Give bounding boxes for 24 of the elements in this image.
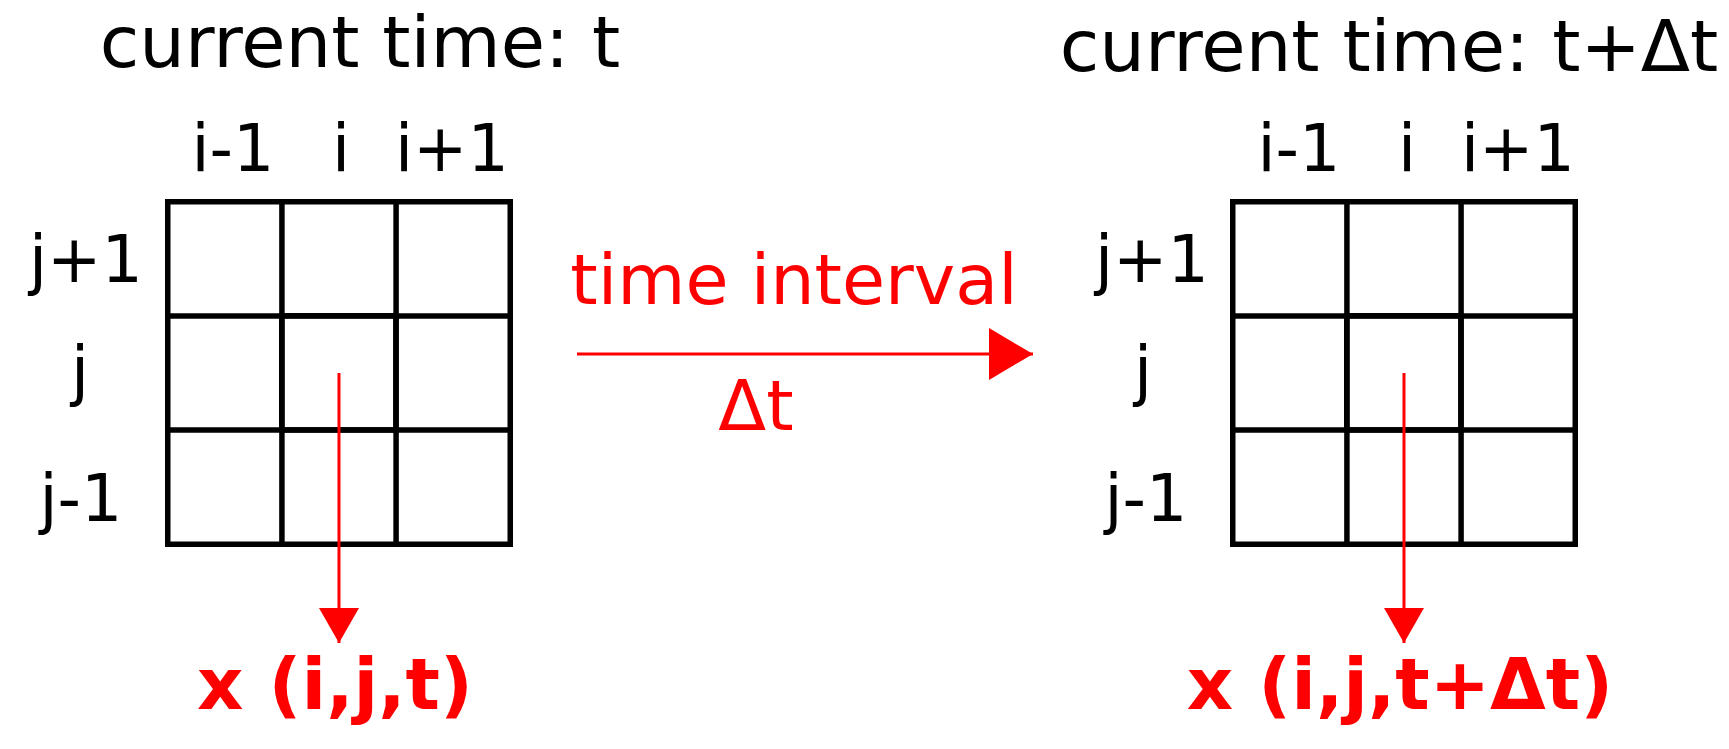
column-index-label: i+1 <box>395 112 509 187</box>
row-index-label: j <box>1133 334 1153 409</box>
column-index-label: i <box>1397 112 1417 187</box>
row-index-label: j+1 <box>29 223 143 298</box>
arrow <box>577 328 1033 380</box>
cell-grid <box>165 199 513 547</box>
arrow <box>1384 373 1424 643</box>
panel-title: current time: t+Δt <box>1059 5 1719 88</box>
arrow <box>319 373 359 643</box>
column-index-label: i+1 <box>1461 112 1575 187</box>
row-index-label: j <box>70 334 90 409</box>
row-index-label: j-1 <box>39 462 123 537</box>
interval-label: Δt <box>718 366 794 447</box>
grid-cell <box>279 313 399 433</box>
row-index-label: j+1 <box>1095 223 1209 298</box>
cell-grid <box>1230 199 1578 547</box>
grid-cell <box>1344 313 1464 433</box>
cell-value-label: x (i,j,t) <box>197 643 473 726</box>
column-index-label: i-1 <box>1257 112 1341 187</box>
row-index-label: j-1 <box>1104 462 1188 537</box>
panel-title: current time: t <box>99 1 621 84</box>
column-index-label: i-1 <box>191 112 275 187</box>
column-index-label: i <box>331 112 351 187</box>
cell-value-label: x (i,j,t+Δt) <box>1186 643 1614 726</box>
